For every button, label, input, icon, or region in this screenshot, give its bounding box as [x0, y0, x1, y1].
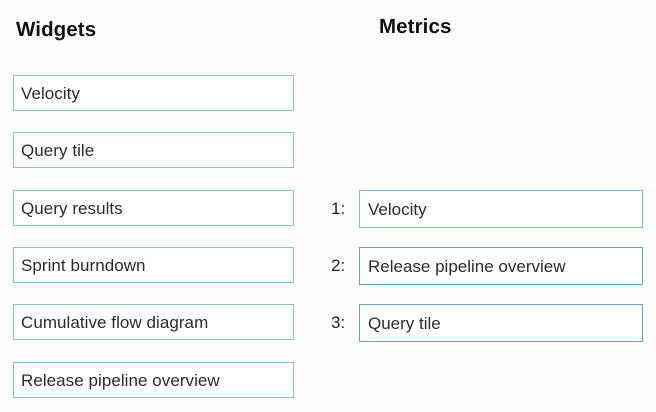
widget-option-label: Release pipeline overview: [21, 370, 220, 390]
widget-option-release-pipeline-overview[interactable]: Release pipeline overview: [13, 362, 294, 398]
metrics-slot-number: 3:: [331, 313, 346, 332]
metrics-slot-label: Release pipeline overview: [368, 256, 566, 276]
metrics-slot-row-1: 1: Velocity: [329, 190, 645, 228]
metrics-slot-row-2: 2: Release pipeline overview: [329, 247, 645, 285]
widget-option-query-tile[interactable]: Query tile: [13, 132, 294, 168]
metrics-slot-number: 2:: [331, 256, 346, 275]
widget-option-query-results[interactable]: Query results: [13, 190, 294, 226]
metrics-slot-row-3: 3: Query tile: [329, 304, 645, 342]
widget-option-label: Query tile: [21, 140, 95, 160]
widget-option-velocity[interactable]: Velocity: [13, 75, 294, 111]
metrics-slot-number: 1:: [331, 199, 346, 218]
widget-option-label: Cumulative flow diagram: [21, 312, 209, 332]
widget-option-label: Velocity: [21, 83, 80, 103]
widget-option-label: Sprint burndown: [21, 255, 146, 275]
widget-option-cumulative-flow-diagram[interactable]: Cumulative flow diagram: [13, 304, 294, 340]
metrics-slot-dropzone-1[interactable]: Velocity: [359, 190, 643, 228]
metrics-slot-dropzone-2[interactable]: Release pipeline overview: [359, 247, 643, 285]
metrics-slot-label: Query tile: [368, 313, 441, 333]
metrics-column-heading: Metrics: [379, 15, 452, 38]
metrics-slot-dropzone-3[interactable]: Query tile: [359, 304, 643, 342]
widgets-column-heading: Widgets: [16, 18, 97, 41]
metrics-slot-label: Velocity: [368, 199, 427, 219]
widget-option-label: Query results: [21, 198, 123, 218]
widget-option-sprint-burndown[interactable]: Sprint burndown: [13, 247, 294, 283]
